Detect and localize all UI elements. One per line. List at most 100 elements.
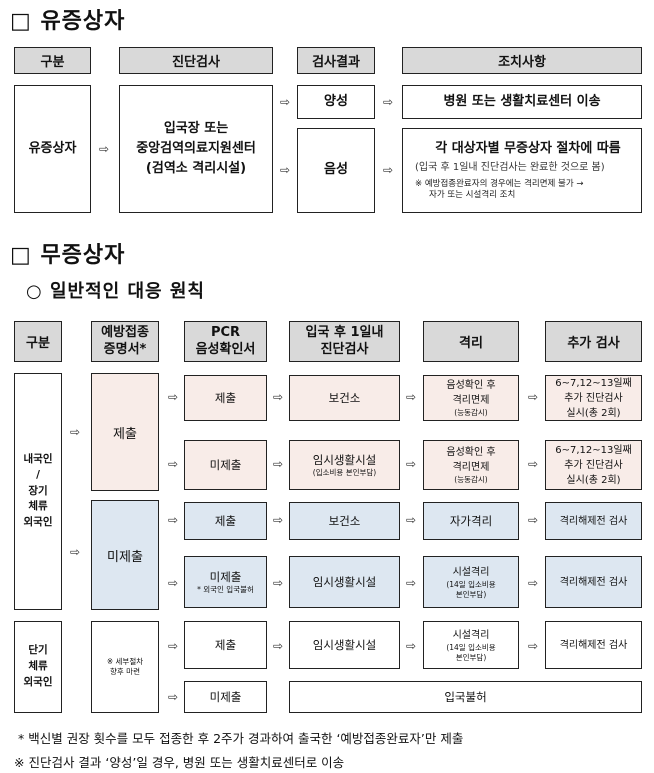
pcr-not-submitted-note: * 외국인 입국불허 (197, 585, 254, 595)
result-negative: 음성 (297, 128, 375, 213)
header-test-line-1: 입국 후 1일내 (305, 325, 384, 341)
category-domestic-line-3: 장기 (28, 484, 48, 497)
cert-short-term-line-2: 향후 마련 (110, 667, 140, 676)
category-domestic-line-5: 외국인 (23, 516, 53, 529)
quarantine-line-1: 시설격리 (452, 566, 490, 578)
extra-line-1: 6~7,12~13일째 (555, 377, 632, 389)
arrow-icon: ⇨ (383, 163, 394, 177)
action-negative-note-1: ※ 예방접종완료자의 경우에는 격리면제 불가 → (415, 178, 584, 189)
arrow-icon: ⇨ (528, 390, 539, 404)
header-extra-test: 추가 검사 (545, 321, 642, 362)
extra-line-2: 추가 진단검사 (564, 459, 623, 471)
action-positive: 병원 또는 생활치료센터 이송 (402, 85, 642, 119)
test-line-3: (검역소 격리시설) (145, 161, 247, 177)
header-quarantine: 격리 (423, 321, 519, 362)
pcr-submitted: 제출 (184, 621, 267, 669)
header-action: 조치사항 (402, 47, 642, 74)
test-temp-facility-line-2: (입소비용 본인부담) (312, 468, 377, 478)
test-temp-facility: 임시생활시설 (289, 556, 400, 608)
test-health-center: 보건소 (289, 375, 400, 421)
pcr-not-submitted: 미제출 (184, 440, 267, 490)
pcr-submitted: 제출 (184, 502, 267, 540)
extra-test-pre-release: 격리해제전 검사 (545, 556, 642, 608)
quarantine-line-1: 음성확인 후 (446, 380, 496, 392)
arrow-icon: ⇨ (70, 425, 81, 439)
header-category: 구분 (14, 321, 62, 362)
quarantine-exempt: 음성확인 후 격리면제 (능동감시) (423, 440, 519, 490)
diagnostic-test-location: 입국장 또는 중앙검역의료지원센터 (검역소 격리시설) (119, 85, 273, 213)
quarantine-self: 자가격리 (423, 502, 519, 540)
category-short-term: 단기 체류 외국인 (14, 621, 62, 713)
arrow-icon: ⇨ (273, 639, 284, 653)
extra-test-pre-release: 격리해제전 검사 (545, 621, 642, 669)
extra-line-3: 실시(총 2회) (566, 474, 621, 486)
footnote-vaccine: * 백신별 권장 횟수를 모두 접종한 후 2주가 경과하여 출국한 ‘예방접종… (18, 731, 464, 746)
arrow-icon: ⇨ (406, 576, 417, 590)
category-short-term-line-2: 체류 (28, 660, 48, 673)
arrow-icon: ⇨ (406, 390, 417, 404)
arrow-icon: ⇨ (280, 163, 291, 177)
category-domestic: 내국인 / 장기 체류 외국인 (14, 373, 62, 610)
header-pcr-line-2: 음성확인서 (195, 341, 256, 357)
arrow-icon: ⇨ (273, 576, 284, 590)
arrow-icon: ⇨ (273, 457, 284, 471)
category-domestic-line-2: / (36, 468, 40, 481)
entry-denied: 입국불허 (289, 681, 642, 713)
quarantine-line-3: (능동감시) (454, 475, 488, 485)
category-short-term-line-3: 외국인 (23, 675, 53, 688)
header-vaccine-cert-line-1: 예방접종 (101, 325, 149, 341)
test-temp-facility: 임시생활시설 (입소비용 본인부담) (289, 440, 400, 490)
section-title-symptomatic: □ 유증상자 (10, 9, 126, 34)
header-category: 구분 (14, 47, 91, 74)
arrow-icon: ⇨ (99, 142, 110, 156)
category-domestic-line-1: 내국인 (23, 453, 53, 466)
extra-line-1: 6~7,12~13일째 (555, 444, 632, 456)
quarantine-facility: 시설격리 (14일 입소비용 본인부담) (423, 556, 519, 608)
arrow-icon: ⇨ (528, 639, 539, 653)
footnote-positive: ※ 진단검사 결과 ‘양성’일 경우, 병원 또는 생활치료센터로 이송 (14, 755, 345, 770)
arrow-icon: ⇨ (168, 513, 179, 527)
arrow-icon: ⇨ (273, 513, 284, 527)
pcr-not-submitted-label: 미제출 (209, 569, 242, 584)
category-short-term-line-1: 단기 (28, 644, 48, 657)
quarantine-line-2: 격리면제 (452, 395, 490, 407)
header-vaccine-cert: 예방접종 증명서* (91, 321, 159, 362)
header-pcr: PCR 음성확인서 (184, 321, 267, 362)
test-temp-facility: 임시생활시설 (289, 621, 400, 669)
action-negative: 각 대상자별 무증상자 절차에 따름 (입국 후 1일내 진단검사는 완료한 것… (402, 128, 642, 213)
test-line-1: 입국장 또는 (163, 120, 229, 136)
header-test-result: 검사결과 (297, 47, 375, 74)
extra-line-2: 추가 진단검사 (564, 392, 623, 404)
extra-test-additional: 6~7,12~13일째 추가 진단검사 실시(총 2회) (545, 440, 642, 490)
arrow-icon: ⇨ (273, 390, 284, 404)
arrow-icon: ⇨ (528, 576, 539, 590)
action-negative-title: 각 대상자별 무증상자 절차에 따름 (435, 141, 621, 157)
extra-line-3: 실시(총 2회) (566, 407, 621, 419)
arrow-icon: ⇨ (528, 513, 539, 527)
subtitle-general-principle: ○ 일반적인 대응 원칙 (26, 281, 205, 302)
cert-not-submitted: 미제출 (91, 500, 159, 610)
quarantine-facility: 시설격리 (14일 입소비용 본인부담) (423, 621, 519, 669)
cert-short-term-line-1: ※ 세부절차 (106, 657, 144, 667)
section-title-asymptomatic: □ 무증상자 (10, 243, 126, 268)
test-temp-facility-line-1: 임시생활시설 (312, 452, 377, 467)
arrow-icon: ⇨ (383, 95, 394, 109)
arrow-icon: ⇨ (528, 457, 539, 471)
quarantine-line-3: 본인부담) (455, 652, 487, 662)
quarantine-line-2: (14일 입소비용 (446, 579, 496, 589)
arrow-icon: ⇨ (280, 95, 291, 109)
cert-short-term: ※ 세부절차 향후 마련 (91, 621, 159, 713)
quarantine-exempt: 음성확인 후 격리면제 (능동감시) (423, 375, 519, 421)
cert-submitted: 제출 (91, 373, 159, 491)
quarantine-line-2: (14일 입소비용 (446, 642, 496, 652)
header-diagnostic-test: 진단검사 (119, 47, 273, 74)
arrow-icon: ⇨ (168, 457, 179, 471)
quarantine-line-1: 음성확인 후 (446, 447, 496, 459)
pcr-not-submitted: 미제출 * 외국인 입국불허 (184, 556, 267, 608)
category-domestic-line-4: 체류 (28, 500, 48, 513)
quarantine-line-3: 본인부담) (455, 589, 487, 599)
action-negative-sub: (입국 후 1일내 진단검사는 완료한 것으로 봄) (415, 161, 605, 173)
pcr-submitted: 제출 (184, 375, 267, 421)
result-positive: 양성 (297, 85, 375, 119)
action-negative-note-2: 자가 또는 시설격리 조치 (429, 190, 516, 201)
